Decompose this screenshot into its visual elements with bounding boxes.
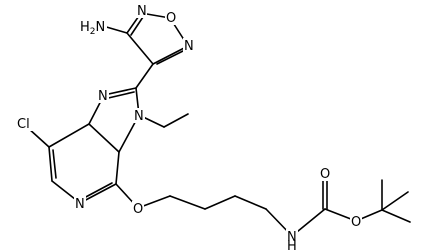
imidazole-n-ethyl-label: N (134, 109, 144, 124)
ester-o-label: O (351, 215, 361, 230)
oxadiazole-n-top-label: N (137, 4, 147, 19)
oxadiazole-n-right-label: N (184, 39, 194, 54)
atom-labels: H2N N O N N N Cl N O N H O O (16, 3, 362, 250)
carbonyl-o-label: O (320, 167, 330, 182)
imidazole-n-top-label: N (98, 89, 108, 104)
carbamate-n-label: N (287, 230, 297, 245)
carbamate-h-label: H (287, 239, 297, 250)
ether-o-label: O (133, 202, 143, 217)
pyridine-n-label: N (75, 197, 85, 212)
amino-label: H2N (80, 20, 105, 37)
oxadiazole-o-label: O (166, 11, 176, 26)
chloro-label: Cl (17, 117, 30, 132)
